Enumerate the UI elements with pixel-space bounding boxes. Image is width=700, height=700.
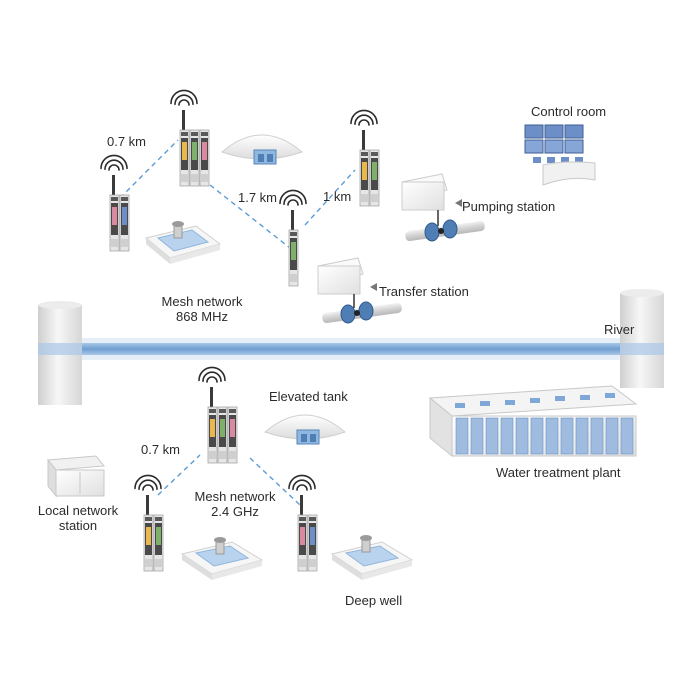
- wifi-signal-icon: [100, 154, 128, 171]
- local-network-station-icon: [47, 455, 105, 498]
- transfer-station-icon: [317, 257, 402, 324]
- mesh-868-line2: 868 MHz: [175, 309, 229, 324]
- link-upper-middle: [209, 184, 291, 249]
- local-network-line1: Local network: [37, 503, 119, 518]
- mesh-network-24-label: Mesh network 2.4 GHz: [180, 489, 290, 519]
- device-module: [119, 194, 130, 252]
- antenna: [291, 210, 294, 232]
- device-module: [189, 129, 200, 187]
- device-module: [199, 129, 210, 187]
- link-upper-left: [119, 139, 179, 199]
- device-module: [143, 514, 154, 572]
- antenna: [182, 110, 185, 132]
- control-room-label: Control room: [531, 104, 607, 119]
- distance-upper-left: 0.7 km: [107, 134, 147, 149]
- wifi-signal-icon: [288, 474, 316, 491]
- operator-desk: [542, 161, 596, 186]
- wifi-signal-icon: [170, 89, 198, 106]
- pumping-station-icon: [401, 173, 485, 242]
- mesh-868-line1: Mesh network: [161, 294, 243, 309]
- wifi-signal-icon: [134, 474, 162, 491]
- device-module: [227, 406, 238, 464]
- link-lower-left: [157, 454, 201, 496]
- device-module: [109, 194, 120, 252]
- device-module: [369, 149, 380, 207]
- device-module: [288, 229, 299, 287]
- river-label: River: [604, 322, 635, 337]
- device-module: [153, 514, 164, 572]
- distance-lower-left: 0.7 km: [141, 442, 181, 457]
- video-wall: [524, 124, 584, 163]
- antenna: [112, 175, 115, 197]
- device-module: [297, 514, 308, 572]
- elevated-tank-label: Elevated tank: [269, 389, 348, 404]
- radio-device-lower-top: [198, 366, 238, 464]
- dome-sensor-lower: [264, 414, 346, 445]
- antenna: [146, 495, 149, 517]
- device-module: [217, 406, 228, 464]
- radio-device-upper-center: [279, 189, 307, 287]
- radio-device-upper-right: [350, 109, 380, 207]
- mesh-network-868-label: Mesh network 868 MHz: [147, 294, 257, 324]
- dome-sensor-upper: [221, 134, 303, 165]
- well-slab-upper: [144, 221, 222, 264]
- pumping-station-label: Pumping station: [462, 199, 556, 214]
- water-treatment-plant-icon: [428, 385, 638, 458]
- transfer-station-label: Transfer station: [379, 284, 469, 299]
- device-module: [307, 514, 318, 572]
- control-room-icon: [524, 124, 596, 186]
- link-lower-right: [249, 457, 301, 506]
- wireless-links: [119, 139, 356, 506]
- antenna: [362, 130, 365, 152]
- well-slab-lower-left: [180, 537, 264, 580]
- wifi-signal-icon: [350, 109, 378, 126]
- river-pillar-right: [620, 289, 664, 388]
- mesh-24-line2: 2.4 GHz: [211, 504, 259, 519]
- antenna: [210, 387, 213, 409]
- device-module: [179, 129, 190, 187]
- radio-device-upper-left: [100, 154, 130, 252]
- mesh-24-line1: Mesh network: [194, 489, 276, 504]
- radio-devices: [100, 89, 380, 572]
- local-network-line2: station: [58, 518, 98, 533]
- wifi-signal-icon: [198, 366, 226, 383]
- device-module: [359, 149, 370, 207]
- river-pillar-left: [38, 301, 82, 405]
- device-module: [207, 406, 218, 464]
- antenna: [300, 495, 303, 517]
- radio-device-lower-right: [288, 474, 318, 572]
- river: [38, 289, 664, 405]
- well-slab-lower-right: [330, 535, 414, 580]
- radio-device-lower-left: [134, 474, 164, 572]
- water-treatment-plant-label: Water treatment plant: [496, 465, 621, 480]
- river-water: [38, 343, 662, 355]
- distance-upper-right: 1 km: [323, 189, 352, 204]
- local-network-station-label: Local network station: [28, 503, 128, 533]
- link-upper-right: [304, 169, 356, 226]
- distance-upper-middle: 1.7 km: [238, 190, 278, 205]
- wifi-signal-icon: [279, 189, 307, 206]
- radio-device-upper-top: [170, 89, 210, 187]
- deep-well-label: Deep well: [345, 593, 403, 608]
